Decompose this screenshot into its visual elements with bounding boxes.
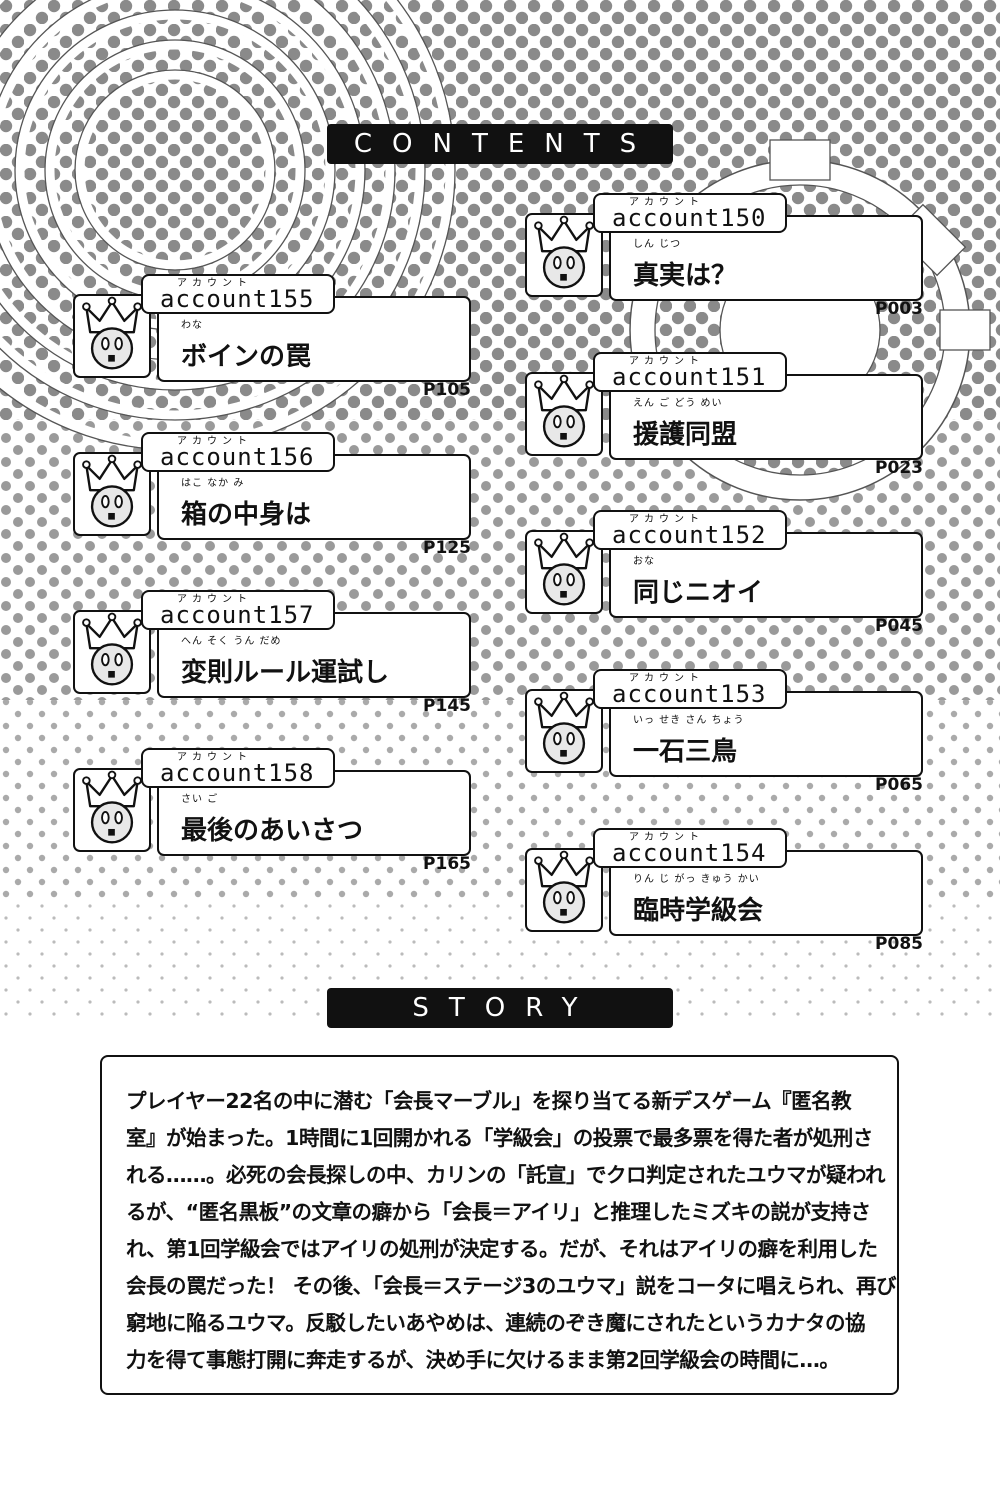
account-number: account151: [612, 363, 767, 391]
account-number: account150: [612, 204, 767, 232]
page-number: P003: [875, 299, 923, 319]
crown-mascot-icon: [525, 848, 603, 932]
chapter-title: 変則ルール運試し: [181, 658, 390, 688]
account-ruby: アカウント: [177, 594, 252, 605]
account-ruby: アカウント: [629, 832, 704, 843]
chapter-title: 援護同盟: [633, 420, 738, 450]
story-line: 会長の罠だった！ その後、「会長＝ステージ3のユウマ」説をコータに唱えられ、再び: [126, 1274, 896, 1298]
story-synopsis: プレイヤー22名の中に潜む「会長マーブル」を探り当てる新デスゲーム『匿名教 室』…: [100, 1055, 899, 1395]
crown-mascot-icon: [525, 213, 603, 297]
title-ruby: おな: [633, 556, 655, 567]
account-number: account156: [160, 443, 315, 471]
story-line: 室』が始まった。1時間に1回開かれる「学級会」の投票で最多票を得た者が処刑さ: [126, 1126, 873, 1150]
title-ruby: へん そく うん だめ: [181, 636, 282, 647]
account-ruby: アカウント: [629, 356, 704, 367]
crown-mascot-icon: [525, 530, 603, 614]
crown-mascot-icon: [525, 372, 603, 456]
account-ruby: アカウント: [177, 752, 252, 763]
account-ruby: アカウント: [629, 197, 704, 208]
page-number: P145: [423, 696, 471, 716]
chapter-title: 箱の中身は: [181, 500, 312, 530]
chapter-title: 最後のあいさつ: [181, 816, 364, 846]
title-ruby: えん ご どう めい: [633, 398, 723, 409]
page-number: P165: [423, 854, 471, 874]
crown-mascot-icon: [73, 768, 151, 852]
story-line: 力を得て事態打開に奔走するが、決め手に欠けるまま第2回学級会の時間に…。: [126, 1348, 840, 1372]
story-line: れ、第1回学級会ではアイリの処刑が決定する。だが、それはアイリの癖を利用した: [126, 1237, 878, 1261]
account-ruby: アカウント: [629, 514, 704, 525]
story-line: るが、“匿名黒板”の文章の癖から「会長＝アイリ」と推理したミズキの説が支持さ: [126, 1200, 871, 1224]
chapter-title: 同じニオイ: [633, 578, 764, 608]
chapter-title: 真実は？: [633, 261, 738, 291]
story-heading: STORY: [327, 988, 673, 1028]
page-number: P045: [875, 616, 923, 636]
contents-heading: CONTENTS: [327, 124, 673, 164]
account-number: account154: [612, 839, 767, 867]
story-line: 窮地に陥るユウマ。反駁したいあやめは、連続のぞき魔にされたというカナタの協: [126, 1311, 865, 1335]
crown-mascot-icon: [73, 452, 151, 536]
account-ruby: アカウント: [629, 673, 704, 684]
page-number: P105: [423, 380, 471, 400]
story-line: プレイヤー22名の中に潜む「会長マーブル」を探り当てる新デスゲーム『匿名教: [126, 1089, 852, 1113]
account-ruby: アカウント: [177, 278, 252, 289]
title-ruby: はこ なか み: [181, 478, 245, 489]
crown-mascot-icon: [73, 294, 151, 378]
chapter-title: 臨時学級会: [633, 896, 764, 926]
title-ruby: しん じつ: [633, 239, 682, 250]
story-line: れる……。必死の会長探しの中、カリンの「託宣」でクロ判定されたユウマが疑われ: [126, 1163, 885, 1187]
account-number: account153: [612, 680, 767, 708]
account-number: account152: [612, 521, 767, 549]
account-ruby: アカウント: [177, 436, 252, 447]
page-number: P125: [423, 538, 471, 558]
account-number: account158: [160, 759, 315, 787]
crown-mascot-icon: [525, 689, 603, 773]
account-number: account157: [160, 601, 315, 629]
chapter-title: ボインの罠: [181, 342, 312, 372]
title-ruby: わな: [181, 320, 203, 331]
title-ruby: りん じ がっ きゅう かい: [633, 874, 760, 885]
page-number: P065: [875, 775, 923, 795]
chapter-title: 一石三鳥: [633, 737, 738, 767]
title-ruby: いっ せき さん ちょう: [633, 715, 745, 726]
account-number: account155: [160, 285, 315, 313]
page-number: P085: [875, 934, 923, 954]
title-ruby: さい ご: [181, 794, 219, 805]
crown-mascot-icon: [73, 610, 151, 694]
page-number: P023: [875, 458, 923, 478]
